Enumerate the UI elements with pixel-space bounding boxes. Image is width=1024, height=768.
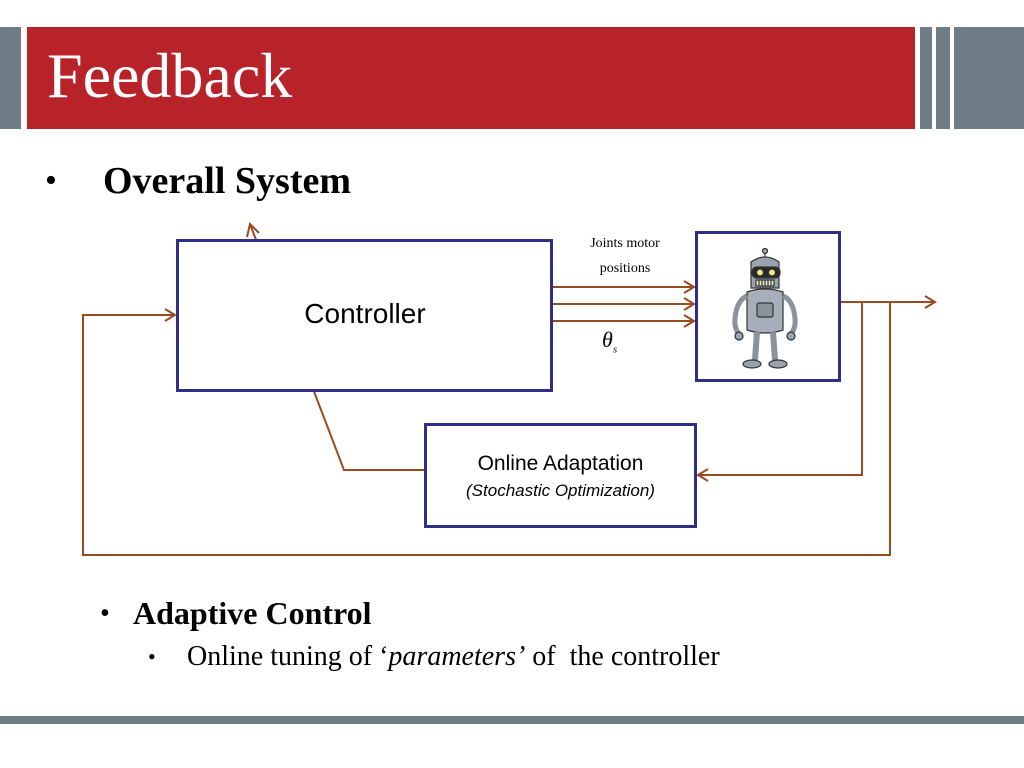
bullet-marker: •	[100, 598, 110, 629]
output-arrowhead	[924, 295, 937, 309]
bullet-marker: •	[45, 162, 57, 199]
joints-label-line-1: Joints motor	[590, 236, 660, 251]
theta-symbol: θ	[602, 327, 613, 352]
theta-subscript: s	[612, 343, 618, 356]
sub-bullet-online-tuning: Online tuning of ‘parameters’ of the con…	[187, 643, 720, 671]
theta-s-label: θs	[602, 329, 617, 355]
bullet-overall-system: Overall System	[103, 160, 352, 202]
sub-bullet-marker: •	[148, 644, 156, 669]
controller-box	[176, 239, 553, 392]
sub-bullet-text-before: Online tuning of ‘	[187, 641, 389, 672]
slide-title: Feedback	[47, 40, 293, 111]
outer-feedback-arrowhead	[164, 308, 177, 322]
title-bar	[27, 27, 915, 129]
controller-label: Controller	[304, 298, 426, 329]
robot-icon	[732, 248, 798, 369]
adaptation-feedback-arrowhead	[696, 468, 709, 482]
title-right-accent-1	[920, 27, 932, 129]
joint-signal-arrowhead-3	[683, 314, 696, 328]
online-adaptation-subtitle: (Stochastic Optimization)	[466, 481, 655, 500]
sub-bullet-text-after: of the controller	[525, 641, 720, 672]
joint-signal-arrowhead-2	[683, 297, 696, 311]
adaptation-feedback-line	[698, 302, 863, 476]
online-adaptation-title: Online Adaptation	[477, 452, 644, 475]
joints-motor-positions-label: Joints motor positions	[570, 231, 680, 281]
title-left-accent	[0, 27, 21, 129]
footer-bar	[0, 716, 1024, 724]
title-right-accent-3	[954, 27, 1024, 129]
bullet-adaptive-control: Adaptive Control	[133, 595, 372, 631]
online-adaptation-box	[424, 423, 697, 528]
joint-signal-arrowhead-1	[683, 280, 696, 294]
title-right-accent-2	[936, 27, 950, 129]
joints-label-line-2: positions	[599, 261, 651, 276]
outer-feedback-line	[82, 302, 891, 556]
sub-bullet-emphasis: parameters’	[388, 641, 526, 672]
tuning-arrowhead	[246, 222, 260, 238]
